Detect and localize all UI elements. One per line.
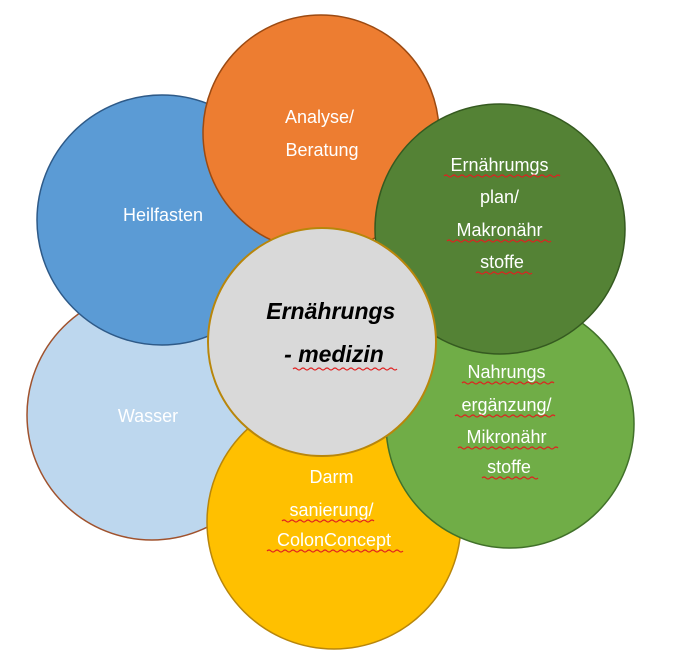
petal-heilfasten-label: Heilfasten [123,205,203,225]
spellcheck-underline [446,239,552,243]
spellcheck-underline [475,271,533,275]
spellcheck-underline [292,367,398,371]
petal-analyse-label: Analyse/ Beratung [285,107,359,160]
petal-ernaehrungsplan-circle [374,103,626,355]
spellcheck-underline [443,174,561,178]
spellcheck-underline [454,414,556,418]
spellcheck-underline [281,519,375,523]
center-hub: Ernährungs - medizin [207,227,437,457]
spellcheck-underline [461,381,555,385]
spellcheck-underline [481,476,539,480]
petal-nahrungs-label: Nahrungs ergänzung/ Mikronähr stoffe [461,362,556,477]
center-circle [207,227,437,457]
petal-darm-label: Darm sanierung/ ColonConcept [277,467,391,550]
spellcheck-underline [266,549,404,553]
spellcheck-underline [457,446,559,450]
petal-ernaehrungsplan: Ernährumgs plan/ Makronähr stoffe [374,103,626,355]
petal-nahrungsergaenzung: Nahrungs ergänzung/ Mikronähr stoffe [385,299,635,549]
petal-ernaehrungsplan-label: Ernährumgs plan/ Makronähr stoffe [450,155,553,272]
center-label: Ernährungs - medizin [266,298,401,367]
petal-wasser-label: Wasser [118,406,178,426]
